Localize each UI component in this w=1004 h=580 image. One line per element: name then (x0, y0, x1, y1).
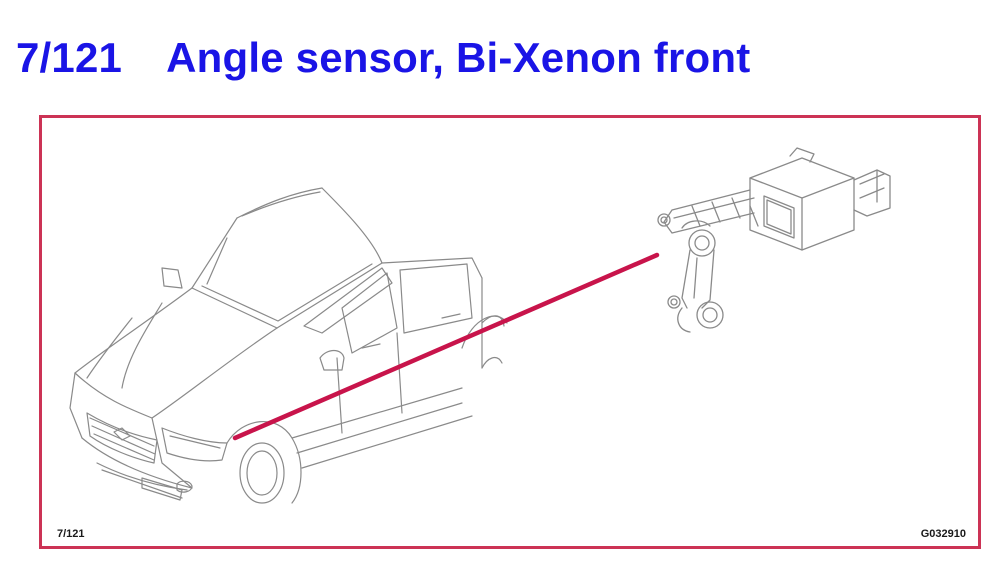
figure-ref-right: G032910 (920, 528, 966, 540)
car-illustration (69, 187, 508, 504)
angle-sensor-illustration (657, 147, 891, 333)
figure-ref-left: 7/121 (57, 528, 85, 540)
pointer-line (232, 252, 660, 441)
title-text: Angle sensor, Bi-Xenon front (166, 34, 751, 81)
page-title: 7/121 Angle sensor, Bi-Xenon front (16, 30, 750, 86)
title-number: 7/121 (16, 34, 123, 81)
figure-illustration (69, 147, 891, 504)
figure-frame: 7/121 G032910 (39, 115, 981, 549)
